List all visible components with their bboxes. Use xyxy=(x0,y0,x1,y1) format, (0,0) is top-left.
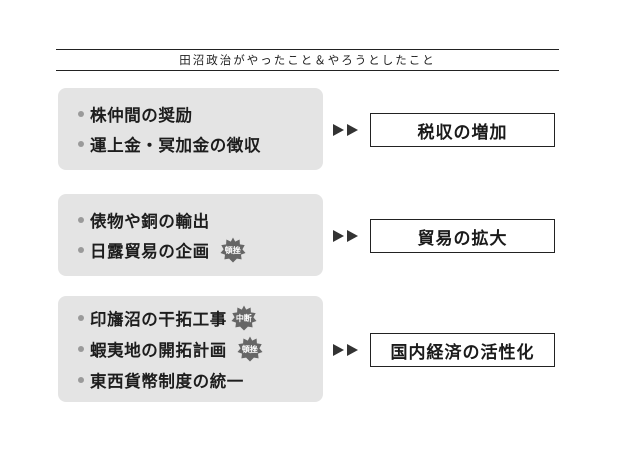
status-badge: 頓挫 xyxy=(220,237,246,263)
diagram-title: 田沼政治がやったこと＆やろうとしたこと xyxy=(179,53,436,67)
starburst-icon xyxy=(231,305,257,331)
policy-item-label: 俵物や銅の輸出 xyxy=(90,212,210,231)
policy-item-label: 日露貿易の企画 xyxy=(90,242,210,261)
policy-item: 東西貨幣制度の統一 xyxy=(78,369,244,391)
status-badge-label: 中断 xyxy=(235,313,252,323)
bullet-icon xyxy=(78,141,84,147)
policy-group-tax: 株仲間の奨励 運上金・冥加金の徴収 xyxy=(58,88,323,170)
status-badge: 中断 xyxy=(231,305,257,331)
starburst-icon xyxy=(237,336,263,362)
policy-item: 俵物や銅の輸出 xyxy=(78,209,210,231)
policy-item-label: 株仲間の奨励 xyxy=(90,106,193,125)
starburst-icon xyxy=(220,237,246,263)
double-arrow-icon xyxy=(333,230,361,242)
policy-item-label: 蝦夷地の開拓計画 xyxy=(90,341,227,360)
result-box-trade: 貿易の拡大 xyxy=(370,219,555,253)
status-badge-label: 頓挫 xyxy=(224,245,241,255)
bullet-icon xyxy=(78,377,84,383)
policy-item-label: 東西貨幣制度の統一 xyxy=(90,372,244,391)
result-box-economy: 国内経済の活性化 xyxy=(370,333,555,367)
diagram-header: 田沼政治がやったこと＆やろうとしたこと xyxy=(56,49,559,71)
policy-item-label: 印旛沼の干拓工事 xyxy=(90,310,227,329)
policy-item: 株仲間の奨励 xyxy=(78,103,193,125)
status-badge-label: 頓挫 xyxy=(241,344,258,354)
bullet-icon xyxy=(78,111,84,117)
bullet-icon xyxy=(78,247,84,253)
policy-group-trade: 俵物や銅の輸出 日露貿易の企画 頓挫 xyxy=(58,194,323,276)
policy-item: 蝦夷地の開拓計画 頓挫 xyxy=(78,336,263,362)
policy-item: 印旛沼の干拓工事 中断 xyxy=(78,305,257,331)
double-arrow-icon xyxy=(333,124,361,136)
status-badge: 頓挫 xyxy=(237,336,263,362)
policy-group-economy: 印旛沼の干拓工事 中断 蝦夷地の開拓計画 頓挫 東西貨幣制度の統一 xyxy=(58,296,323,402)
policy-item-label: 運上金・冥加金の徴収 xyxy=(90,136,261,155)
policy-item: 運上金・冥加金の徴収 xyxy=(78,133,261,155)
double-arrow-icon xyxy=(333,344,361,356)
bullet-icon xyxy=(78,217,84,223)
bullet-icon xyxy=(78,346,84,352)
policy-item: 日露貿易の企画 頓挫 xyxy=(78,237,246,263)
bullet-icon xyxy=(78,315,84,321)
result-box-tax: 税収の増加 xyxy=(370,113,555,147)
